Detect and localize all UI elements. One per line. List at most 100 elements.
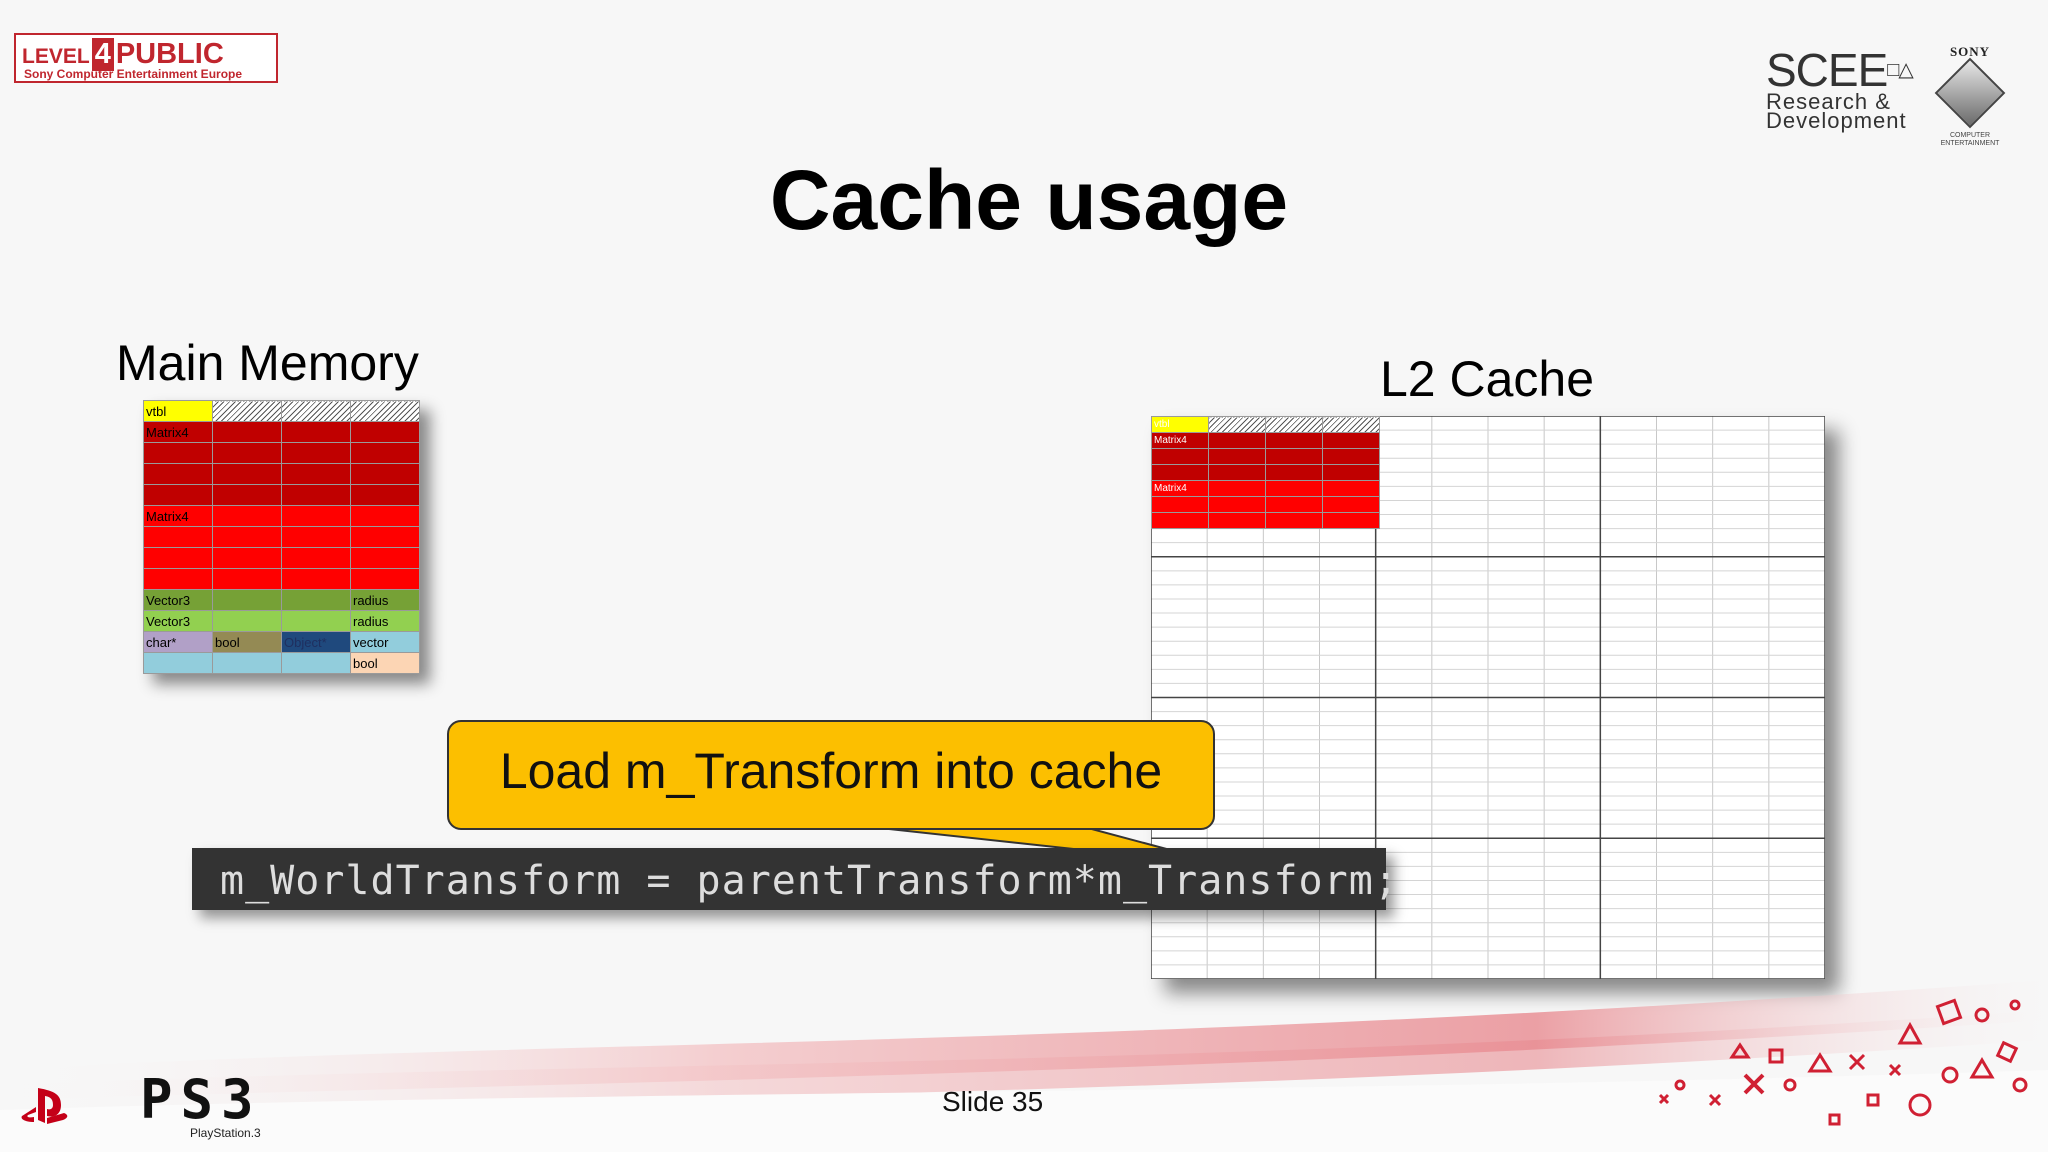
memory-row: Matrix4 (1151, 432, 1380, 449)
memory-cell: radius (350, 610, 420, 632)
memory-cell: Matrix4 (143, 505, 213, 527)
main-memory-label: Main Memory (116, 335, 419, 391)
memory-row (1151, 448, 1380, 465)
memory-cell (212, 484, 282, 506)
memory-cell (350, 442, 420, 464)
memory-cell (1151, 496, 1209, 513)
memory-cell (143, 442, 213, 464)
memory-cell (1265, 464, 1323, 481)
memory-cell (1265, 416, 1323, 433)
memory-cell: Vector3 (143, 589, 213, 611)
memory-row (1151, 512, 1380, 529)
memory-cell (1265, 480, 1323, 497)
memory-cell (1208, 432, 1266, 449)
memory-row (1151, 496, 1380, 513)
memory-cell (1208, 496, 1266, 513)
scee-logo: SCEE□△ Research & Development (1766, 47, 1914, 133)
memory-cell (281, 400, 351, 422)
logo-level-text: LEVEL (22, 45, 90, 68)
memory-row: vtbl (143, 400, 420, 422)
code-text: m_WorldTransform = parentTransform*m_Tra… (220, 858, 1399, 904)
memory-cell: radius (350, 589, 420, 611)
memory-cell (1151, 464, 1209, 481)
memory-cell (212, 610, 282, 632)
memory-cell (143, 484, 213, 506)
memory-cell (1151, 448, 1209, 465)
memory-cell: bool (350, 652, 420, 674)
memory-cell (1208, 512, 1266, 529)
memory-cell (281, 421, 351, 443)
memory-cell (1265, 448, 1323, 465)
memory-cell (143, 568, 213, 590)
footer-wave-decoration (0, 980, 2048, 1152)
memory-cell (212, 568, 282, 590)
memory-cell (1208, 480, 1266, 497)
memory-cell (1322, 464, 1380, 481)
memory-row (143, 526, 420, 548)
memory-row (143, 484, 420, 506)
memory-cell (143, 463, 213, 485)
memory-cell (212, 421, 282, 443)
memory-cell (212, 589, 282, 611)
memory-cell: vtbl (143, 400, 213, 422)
memory-cell (350, 526, 420, 548)
memory-row: Matrix4 (143, 505, 420, 527)
memory-cell (1208, 448, 1266, 465)
memory-cell: Matrix4 (143, 421, 213, 443)
l2-cache-label: L2 Cache (1380, 351, 1595, 407)
memory-cell (281, 484, 351, 506)
memory-cell (281, 610, 351, 632)
memory-cell (350, 421, 420, 443)
scee-line2: Development (1766, 108, 1907, 133)
playstation-icon (20, 1086, 70, 1131)
scee-name: SCEE (1766, 44, 1888, 96)
memory-cell (1322, 448, 1380, 465)
memory-cell (143, 652, 213, 674)
logo-level-number: 4 (91, 38, 114, 71)
memory-cell: Matrix4 (1151, 480, 1209, 497)
memory-cell: Object* (281, 631, 351, 653)
memory-cell (281, 442, 351, 464)
memory-row: vtbl (1151, 416, 1380, 433)
memory-cell: Vector3 (143, 610, 213, 632)
scee-line1: Research & (1766, 89, 1891, 114)
memory-cell (1322, 480, 1380, 497)
memory-cell (350, 484, 420, 506)
memory-cell (281, 589, 351, 611)
memory-cell: Matrix4 (1151, 432, 1209, 449)
memory-row (143, 568, 420, 590)
sony-logo: SONY COMPUTER ENTERTAINMENT (1934, 44, 2006, 148)
memory-cell (281, 652, 351, 674)
memory-cell (143, 547, 213, 569)
memory-cell (350, 463, 420, 485)
ps3-logo: PS3 PlayStation.3 (140, 1073, 262, 1141)
memory-cell (1151, 512, 1209, 529)
code-line: m_WorldTransform = parentTransform*m_Tra… (192, 848, 1398, 910)
memory-cell: char* (143, 631, 213, 653)
slide-title: Cache usage (769, 153, 1289, 247)
memory-row (143, 463, 420, 485)
slide-number: Slide 35 (942, 1086, 1044, 1117)
memory-row: bool (143, 652, 420, 674)
memory-row: Matrix4 (143, 421, 420, 443)
memory-cell (212, 463, 282, 485)
memory-cell (212, 442, 282, 464)
sony-word: SONY (1949, 44, 1991, 59)
memory-row (143, 547, 420, 569)
memory-cell (281, 526, 351, 548)
memory-cell: vtbl (1151, 416, 1209, 433)
memory-cell (1322, 432, 1380, 449)
memory-cell (350, 505, 420, 527)
memory-cell (212, 652, 282, 674)
memory-cell: vector (350, 631, 420, 653)
memory-cell (212, 505, 282, 527)
memory-cell (350, 568, 420, 590)
memory-cell (212, 400, 282, 422)
memory-cell (143, 526, 213, 548)
callout-bubble: Load m_Transform into cache (447, 720, 1215, 830)
memory-cell (1208, 464, 1266, 481)
memory-cell (281, 547, 351, 569)
